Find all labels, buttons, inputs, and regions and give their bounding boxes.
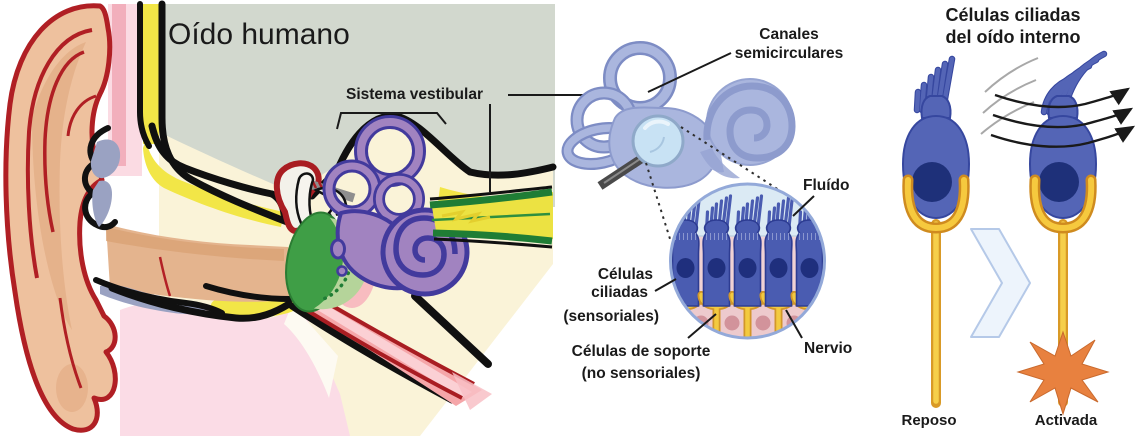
fluido-pointer bbox=[792, 195, 815, 217]
magnifying-glass-icon bbox=[597, 114, 685, 190]
soporte-pointer bbox=[687, 313, 717, 339]
pinna bbox=[3, 3, 121, 433]
oval-window bbox=[330, 238, 346, 260]
ciliadas-label-line2: ciliadas bbox=[591, 284, 648, 301]
hair-cell-inset bbox=[669, 182, 826, 340]
canales-pointer bbox=[647, 52, 732, 93]
activation-burst-icon bbox=[1016, 330, 1110, 416]
panel-ear-cross-section: Oído humano Sistema vestibular bbox=[3, 0, 589, 436]
stereocilia bbox=[913, 55, 956, 114]
ciliadas-label-line3: (sensoriales) bbox=[563, 308, 659, 325]
cochlea-spiral bbox=[393, 215, 458, 278]
right-title-line2: del oído interno bbox=[946, 27, 1081, 47]
vestibular-label: Sistema vestibular bbox=[346, 86, 483, 103]
activada-label: Activada bbox=[1035, 412, 1098, 429]
vestibular-pointer bbox=[336, 94, 589, 192]
ciliadas-pointer bbox=[654, 278, 677, 292]
ciliadas-label-line1: Células bbox=[598, 266, 653, 283]
fluido-label: Fluído bbox=[803, 177, 850, 194]
panel-vestibular-detail: Canales semicirculares Fluído Células ci… bbox=[561, 26, 852, 382]
nucleus bbox=[912, 162, 952, 202]
nervio-pointer bbox=[785, 309, 803, 339]
flow-trails bbox=[980, 57, 1039, 135]
helix-lines bbox=[25, 28, 97, 389]
eustachian-tube bbox=[288, 292, 492, 410]
cochlea-detail-spiral bbox=[703, 82, 796, 162]
nucleus bbox=[1039, 162, 1079, 202]
nervio-label: Nervio bbox=[804, 340, 852, 357]
panel-hair-cell-states: Células ciliadas del oído interno bbox=[901, 5, 1136, 429]
bony-labyrinth bbox=[322, 115, 470, 297]
canales-label-line1: Canales bbox=[759, 26, 818, 43]
reposo-label: Reposo bbox=[901, 412, 956, 429]
panel-title: Oído humano bbox=[168, 18, 350, 51]
activated-hair-cell bbox=[980, 50, 1136, 416]
canal-shading bbox=[106, 227, 284, 261]
zoom-projection-lines bbox=[645, 126, 794, 243]
tissue-gap bbox=[284, 304, 338, 398]
round-window bbox=[336, 265, 348, 277]
right-title-line1: Células ciliadas bbox=[945, 5, 1080, 25]
canal-line bbox=[158, 256, 172, 297]
resting-hair-cell bbox=[901, 55, 971, 408]
canales-label-line2: semicirculares bbox=[735, 45, 844, 62]
soporte-label-line1: Células de soporte bbox=[572, 343, 711, 360]
soporte-label-line2: (no sensoriales) bbox=[582, 365, 701, 382]
chevron-right-icon bbox=[970, 228, 1031, 338]
auditory-nerve bbox=[429, 185, 553, 249]
inner-ear-illustration bbox=[561, 41, 796, 189]
flow-arrows bbox=[990, 87, 1136, 148]
skin-layer bbox=[112, 4, 126, 166]
soft-tissue bbox=[120, 302, 350, 436]
